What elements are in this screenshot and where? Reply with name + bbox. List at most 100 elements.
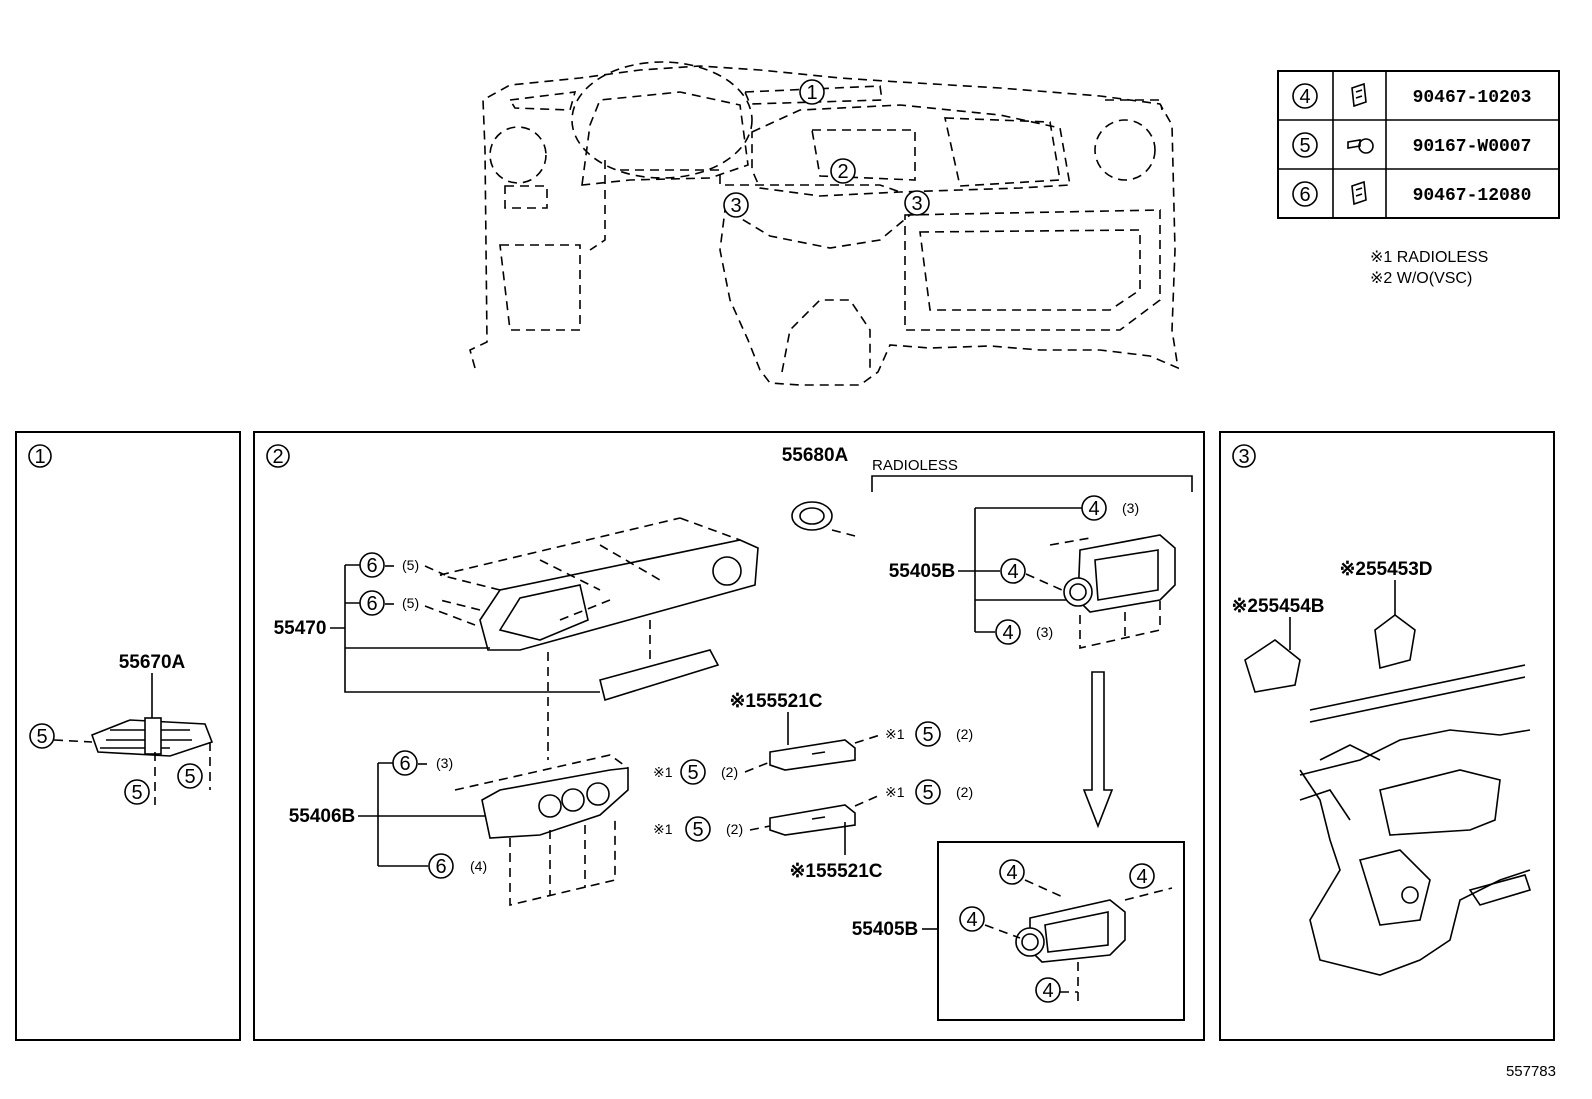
svg-text:90467-10203: 90467-10203 xyxy=(1413,88,1532,108)
callout-3-overview-left: 3 xyxy=(723,192,749,218)
clip-callout-4-detail-bottom: 4 xyxy=(1035,977,1078,1003)
svg-text:4: 4 xyxy=(1007,561,1018,583)
screw-callout-switch2-right: ※1 5 (2) xyxy=(854,779,973,807)
clip-callout-6-middle: 6 (5) xyxy=(359,590,476,626)
svg-text:4: 4 xyxy=(1136,866,1147,888)
cover-part-55454B xyxy=(1244,639,1301,693)
svg-text:4: 4 xyxy=(966,909,977,931)
cover-part-55453D xyxy=(1374,614,1416,670)
svg-text:5: 5 xyxy=(184,766,195,788)
clip-callout-4-middle: 4 xyxy=(1000,558,1063,591)
clip-callout-4-detail-left: 4 xyxy=(959,906,985,932)
part-label-55453D: ※255453D xyxy=(1339,559,1432,580)
switch-part-top xyxy=(769,739,856,771)
callout-1-overview: 1 xyxy=(799,79,825,105)
callout-2-overview: 2 xyxy=(830,158,856,184)
down-arrow-icon xyxy=(1082,671,1114,829)
part-label-55521C-bottom: ※155521C xyxy=(789,861,882,882)
part-label-55454B: ※255454B xyxy=(1231,596,1324,617)
panel-3-frame xyxy=(1219,431,1555,1041)
svg-text:5: 5 xyxy=(131,782,142,804)
part-label-55406B: 55406B xyxy=(289,806,356,827)
svg-text:(5): (5) xyxy=(402,557,419,573)
svg-text:5: 5 xyxy=(692,819,703,841)
svg-text:4: 4 xyxy=(1002,622,1013,644)
dashboard-overview xyxy=(469,61,1180,386)
part-label-55405B-bottom: 55405B xyxy=(852,919,919,940)
svg-text:6: 6 xyxy=(366,555,377,577)
svg-text:6: 6 xyxy=(435,856,446,878)
switch-part-bottom xyxy=(769,804,856,836)
svg-text:3: 3 xyxy=(730,195,741,217)
svg-text:4: 4 xyxy=(1088,498,1099,520)
table-row-5: 5 90167-W0007 xyxy=(1292,132,1531,158)
clip-callout-6-lower-bottom: 6 (4) xyxy=(428,853,487,879)
part-label-55680A: 55680A xyxy=(782,445,849,466)
air-vent-part xyxy=(90,717,214,757)
note-radioless: ※1 RADIOLESS xyxy=(1370,249,1488,266)
bezel-part-top xyxy=(1049,534,1176,649)
svg-text:※1: ※1 xyxy=(885,784,905,800)
svg-text:※1: ※1 xyxy=(653,821,673,837)
callout-3-overview-right: 3 xyxy=(904,190,930,216)
part-label-55670A: 55670A xyxy=(119,652,186,673)
svg-text:(4): (4) xyxy=(470,858,487,874)
svg-text:※1: ※1 xyxy=(885,726,905,742)
svg-text:4: 4 xyxy=(1042,980,1053,1002)
radioless-bracket xyxy=(871,475,1193,492)
table-row-4: 4 90467-10203 xyxy=(1292,82,1532,109)
screw-callout-switch1-left: ※1 5 (2) xyxy=(653,759,771,785)
diagram-id: 557783 xyxy=(1506,1063,1556,1080)
screw-callout-switch2-left: ※1 5 (2) xyxy=(653,816,771,842)
part-label-55470: 55470 xyxy=(274,618,327,639)
screw-callout-switch1-right: ※1 5 (2) xyxy=(854,721,973,747)
clip-callout-4-bottom: 4 (3) xyxy=(995,619,1053,645)
svg-text:90467-12080: 90467-12080 xyxy=(1413,186,1532,206)
trim-strip-part xyxy=(599,649,720,702)
svg-text:4: 4 xyxy=(1006,862,1017,884)
round-vent-part xyxy=(791,501,856,537)
radioless-title: RADIOLESS xyxy=(872,457,958,474)
panel-2-number: 2 xyxy=(266,444,290,468)
svg-text:6: 6 xyxy=(366,593,377,615)
svg-text:6: 6 xyxy=(1299,184,1310,206)
panel-2-frame xyxy=(253,431,1205,1041)
svg-text:5: 5 xyxy=(922,724,933,746)
panel-3-number: 3 xyxy=(1232,444,1256,468)
svg-text:3: 3 xyxy=(911,193,922,215)
screw-icon xyxy=(1347,138,1374,154)
clip-callout-4-detail-top: 4 xyxy=(999,859,1025,885)
svg-text:(2): (2) xyxy=(956,784,973,800)
screw-callout-5-right: 5 xyxy=(177,742,211,790)
svg-text:4: 4 xyxy=(1299,86,1310,108)
svg-text:(3): (3) xyxy=(1036,624,1053,640)
dashboard-detail-sketch xyxy=(1299,664,1532,976)
svg-text:5: 5 xyxy=(687,762,698,784)
clip-icon xyxy=(1351,82,1367,108)
svg-text:3: 3 xyxy=(1238,446,1249,468)
part-label-55405B-top: 55405B xyxy=(889,561,956,582)
clip-callout-6-lower-upper: 6 (3) xyxy=(392,750,453,776)
clip-callout-6-upper: 6 (5) xyxy=(359,552,446,578)
svg-text:1: 1 xyxy=(806,82,817,104)
panel-1-number: 1 xyxy=(28,444,52,468)
svg-text:1: 1 xyxy=(34,446,45,468)
center-panel-part xyxy=(439,517,759,660)
svg-text:(5): (5) xyxy=(402,595,419,611)
svg-text:5: 5 xyxy=(36,726,47,748)
table-row-6: 6 90467-12080 xyxy=(1292,180,1532,207)
svg-text:(2): (2) xyxy=(956,726,973,742)
note-wo-vsc: ※2 W/O(VSC) xyxy=(1370,270,1472,287)
part-label-55521C-top: ※155521C xyxy=(729,691,822,712)
svg-text:(2): (2) xyxy=(726,821,743,837)
svg-text:5: 5 xyxy=(1299,135,1310,157)
clip-callout-4-top: 4 (3) xyxy=(1081,495,1139,521)
bezel-detail-frame xyxy=(937,841,1185,1021)
svg-text:2: 2 xyxy=(272,446,283,468)
bezel-part-detail xyxy=(984,879,1173,1005)
svg-text:※1: ※1 xyxy=(653,764,673,780)
svg-text:(2): (2) xyxy=(721,764,738,780)
clip-icon xyxy=(1351,180,1367,206)
svg-text:6: 6 xyxy=(399,753,410,775)
